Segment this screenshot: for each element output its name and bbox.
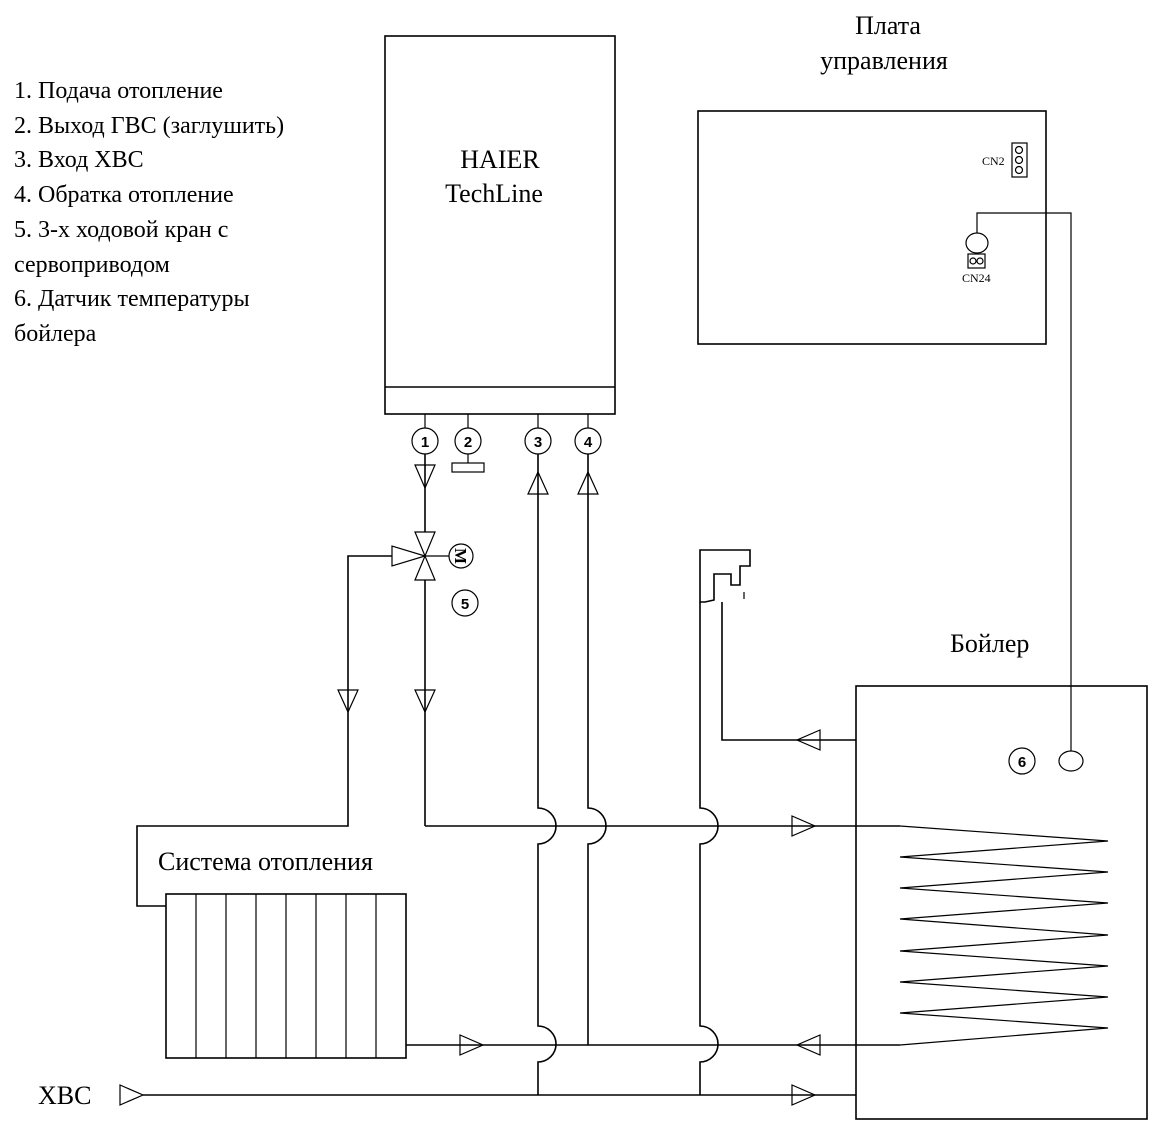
control-board: CN2 CN24	[697, 110, 1047, 345]
board-title-line1: Плата	[855, 11, 921, 40]
port-3-marker: 3	[524, 427, 552, 455]
boiler-model: TechLine	[445, 179, 543, 208]
arrow-right-icon	[791, 815, 817, 837]
legend-item-3: 3. Вход ХВС	[14, 147, 144, 173]
cold-water-label: ХВС	[38, 1081, 91, 1110]
port-3-label: 3	[534, 434, 542, 451]
sensor-marker	[1008, 747, 1036, 775]
sensor-number: 6	[1018, 754, 1026, 771]
valve-top-triangle	[414, 531, 436, 558]
port-1-marker: 1	[411, 427, 439, 455]
cn2-connector-icon	[1011, 142, 1028, 178]
arrow-down-icon	[414, 689, 436, 714]
heating-supply-pipe	[136, 555, 392, 907]
legend-item-6-cont: бойлера	[14, 321, 97, 347]
valve-number: 5	[461, 596, 469, 613]
radiator	[165, 893, 407, 1059]
port-4-label: 4	[584, 434, 593, 451]
port-4-marker: 4	[574, 427, 602, 455]
tank-title: Бойлер	[950, 629, 1029, 658]
heat-exchanger-coil	[899, 825, 1109, 1046]
arrow-right-icon	[791, 1084, 817, 1106]
arrow-right-icon	[459, 1034, 485, 1056]
arrow-down-icon	[414, 464, 436, 490]
legend-item-5-cont: сервоприводом	[14, 252, 170, 278]
legend-item-2: 2. Выход ГВС (заглушить)	[14, 113, 284, 139]
storage-tank: 6	[855, 685, 1148, 1120]
sensor-connector-icon	[965, 232, 989, 254]
cn24-label: CN24	[962, 271, 991, 285]
legend-item-1: 1. Подача отопление	[14, 78, 223, 104]
valve-side-triangle	[391, 545, 428, 567]
temperature-sensor-icon	[1058, 750, 1084, 772]
arrow-up-icon	[527, 470, 549, 495]
three-way-valve: M	[391, 531, 474, 581]
valve-marker: 5	[451, 589, 479, 617]
port-2-marker: 2	[454, 427, 482, 455]
legend: 1. Подача отопление 2. Выход ГВС (заглуш…	[14, 78, 284, 347]
boiler-unit-body	[384, 35, 616, 415]
tank-body	[855, 685, 1148, 1120]
servo-motor-icon	[448, 543, 474, 569]
hot-water-riser-left	[699, 602, 719, 1095]
port-2-plug	[451, 454, 485, 473]
legend-item-6: 6. Датчик температуры	[14, 286, 250, 312]
boiler-brand: HAIER	[460, 145, 540, 174]
sensor-wire	[976, 212, 1072, 751]
cn2-label: CN2	[982, 154, 1005, 168]
servo-motor-label: M	[451, 548, 470, 564]
board-title-line2: управления	[820, 46, 948, 75]
arrow-down-icon	[337, 689, 359, 714]
arrow-left-icon	[795, 1034, 821, 1056]
boiler-unit: HAIER TechLine	[384, 35, 616, 415]
board-body	[697, 110, 1047, 345]
arrow-up-icon	[577, 470, 599, 495]
heating-return-pipe	[587, 454, 607, 1045]
legend-item-5: 5. 3-х ходовой кран с	[14, 217, 228, 243]
port-2-label: 2	[464, 434, 472, 451]
arrow-left-icon	[795, 729, 821, 751]
heating-system-title: Система отопления	[158, 847, 373, 876]
cold-water-pipe	[537, 454, 557, 1095]
legend-item-4: 4. Обратка отопление	[14, 182, 234, 208]
port-1-label: 1	[421, 434, 429, 451]
valve-bottom-triangle	[414, 554, 436, 581]
faucet-icon	[699, 549, 751, 603]
hot-water-pipe	[721, 602, 856, 741]
cn24-connector-icon	[967, 253, 986, 269]
arrow-right-icon	[119, 1084, 145, 1106]
